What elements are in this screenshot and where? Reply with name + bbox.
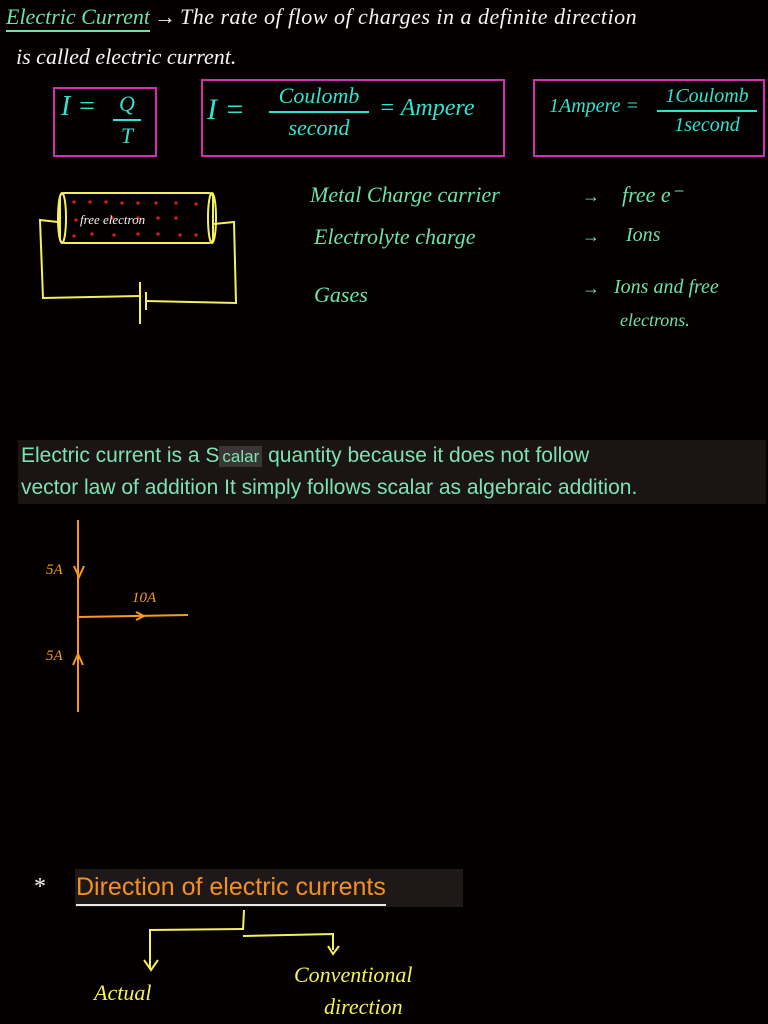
direction-actual: Actual: [94, 980, 152, 1005]
formula-3-denominator: 1second: [674, 114, 740, 136]
scalar-note-pre: Electric current is a S: [21, 444, 220, 467]
formula-2-fraction: Coulomb second: [269, 83, 369, 141]
carrier-arrow: →: [582, 186, 600, 206]
definition-line1: The rate of flow of charges in a definit…: [180, 4, 638, 29]
conductor-end: [57, 192, 67, 244]
scalar-note-post: quantity because it does not follow: [262, 444, 590, 467]
carrier-gases-line2: electrons.: [620, 310, 690, 330]
definition-row: Electric Current → The rate of flow of c…: [6, 4, 637, 32]
definition-arrow: →: [154, 4, 176, 29]
definition-line2: is called electric current.: [16, 44, 237, 69]
formula-3-lhs: 1Ampere =: [549, 95, 639, 117]
arrow-right-icon: [135, 611, 147, 621]
formula-1-lhs: I =: [61, 91, 97, 122]
carrier-arrow: →: [582, 278, 600, 298]
carrier-gases: Ions and free: [614, 276, 719, 298]
formula-3-numerator: 1Coulomb: [665, 85, 749, 107]
conductor-label: free electron: [80, 212, 146, 227]
arrow-up-icon: [72, 651, 84, 666]
heading-highlight: [75, 869, 463, 907]
electron-dots: [72, 200, 198, 238]
carrier-metal: free e⁻: [622, 182, 683, 207]
junction-label-right: 10A: [132, 590, 157, 606]
junction-diagram: [72, 520, 189, 712]
bullet-star-icon: *: [34, 874, 46, 900]
direction-conventional: Conventional: [294, 962, 413, 987]
formula-2-numerator: Coulomb: [278, 83, 360, 108]
arrow-down-icon: [73, 565, 85, 580]
wire-left: [38, 218, 141, 300]
scalar-note-highlight-word: calar: [219, 446, 263, 467]
junction-label-bottom: 5A: [46, 648, 63, 664]
formula-2-lhs: I =: [207, 93, 245, 126]
scalar-note-line2: vector law of addition It simply follows…: [21, 476, 638, 499]
circuit-diagram: [38, 192, 238, 324]
carrier-arrow: →: [582, 226, 600, 246]
direction-heading: Direction of electric currents: [76, 873, 386, 906]
carrier-medium-gases: Gases: [314, 282, 368, 307]
direction-conventional-line2: direction: [324, 994, 403, 1019]
direction-tree: [143, 909, 340, 972]
carrier-medium-metal: Metal Charge carrier: [310, 182, 500, 207]
carrier-electrolyte: Ions: [626, 224, 661, 246]
wire-right: [145, 220, 238, 305]
formula-1-numerator: Q: [119, 91, 135, 116]
scalar-note-highlight: [18, 440, 766, 504]
junction-horizontal-wire: [77, 614, 189, 618]
arrow-down-icon: [143, 959, 159, 972]
formula-2-denominator: second: [288, 115, 350, 140]
conductor-end: [207, 192, 217, 244]
term-electric-current: Electric Current: [6, 4, 150, 32]
formula-box-2: I = Coulomb second = Ampere: [201, 79, 505, 157]
formula-1-denominator: T: [120, 123, 134, 148]
formula-box-1: I = Q T: [53, 87, 157, 157]
junction-label-top: 5A: [46, 562, 63, 578]
conductor-cylinder: [59, 192, 214, 244]
carrier-medium-electrolyte: Electrolyte charge: [314, 224, 476, 249]
formula-3-fraction: 1Coulomb 1second: [657, 85, 757, 137]
arrow-down-icon: [327, 945, 340, 956]
formula-1-fraction: Q T: [113, 91, 141, 149]
formula-2-rhs: = Ampere: [379, 95, 475, 121]
formula-box-3: 1Ampere = 1Coulomb 1second: [533, 79, 765, 157]
